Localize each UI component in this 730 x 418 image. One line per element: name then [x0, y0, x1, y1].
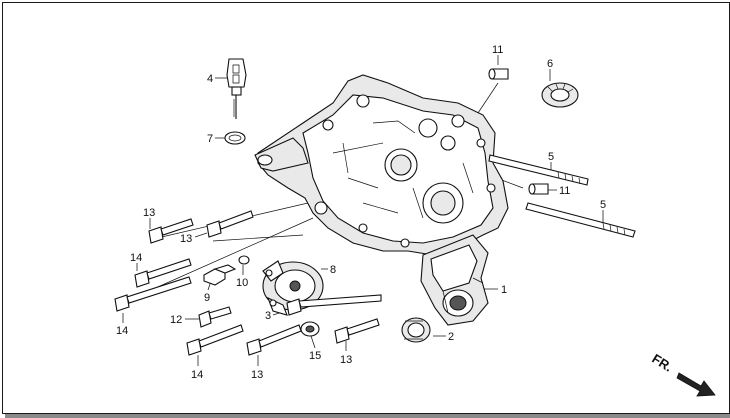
stud-bolt-upper — [488, 154, 589, 186]
callout-4: 4 — [207, 73, 213, 85]
callout-13: 13 — [340, 354, 352, 366]
flange-bolt-14-long — [114, 276, 192, 312]
flange-bolt-14-upper — [134, 258, 192, 288]
crankcase-housing — [254, 74, 509, 256]
front-arrow-icon — [676, 372, 716, 397]
callout-14: 14 — [116, 325, 128, 337]
dowel-pin-upper — [488, 68, 509, 80]
drain-plug-bolt — [203, 264, 237, 286]
flange-bolt-3 — [286, 294, 382, 316]
callout-13: 13 — [143, 207, 155, 219]
callout-14: 14 — [191, 369, 203, 381]
callout-labels: 11 6 4 7 5 11 5 13 13 14 9 10 8 1 14 12 … — [116, 44, 606, 381]
callout-3: 3 — [265, 310, 271, 322]
callout-1: 1 — [501, 284, 507, 296]
mount-bushing — [401, 317, 431, 343]
callout-12: 12 — [170, 314, 182, 326]
flange-bolt-14-lower — [186, 324, 244, 356]
o-ring — [224, 131, 246, 145]
callout-10: 10 — [236, 277, 248, 289]
flange-bolt-12 — [198, 306, 232, 328]
callout-6: 6 — [547, 58, 553, 70]
flange-bolt-13-mid — [206, 210, 254, 238]
callout-2: 2 — [448, 331, 454, 343]
flange-bolt-13-upper — [148, 218, 194, 244]
callout-5: 5 — [600, 199, 606, 211]
callout-11: 11 — [559, 185, 570, 197]
callout-15: 15 — [309, 350, 321, 362]
oil-dipstick — [226, 58, 247, 119]
engine-mount-bracket — [420, 234, 489, 326]
front-direction-marker: FR. — [649, 351, 716, 397]
callout-14: 14 — [130, 252, 142, 264]
callout-13: 13 — [251, 369, 263, 381]
callout-8: 8 — [330, 264, 336, 276]
front-label: FR. — [649, 351, 675, 375]
callout-5: 5 — [548, 151, 554, 163]
flange-bolt-13-lower — [246, 324, 302, 356]
callout-9: 9 — [204, 292, 210, 304]
starter-gear-cover — [262, 260, 324, 316]
callout-7: 7 — [207, 133, 213, 145]
bearing-roller — [541, 82, 579, 108]
stud-bolt-lower — [525, 202, 636, 238]
small-washer — [238, 255, 250, 265]
callout-13: 13 — [180, 233, 192, 245]
exploded-parts-diagram: 11 6 4 7 5 11 5 13 13 14 9 10 8 1 14 12 … — [114, 44, 716, 397]
flange-bolt-13-right — [334, 318, 380, 344]
dowel-pin-lower — [528, 183, 549, 195]
callout-11: 11 — [492, 44, 503, 56]
